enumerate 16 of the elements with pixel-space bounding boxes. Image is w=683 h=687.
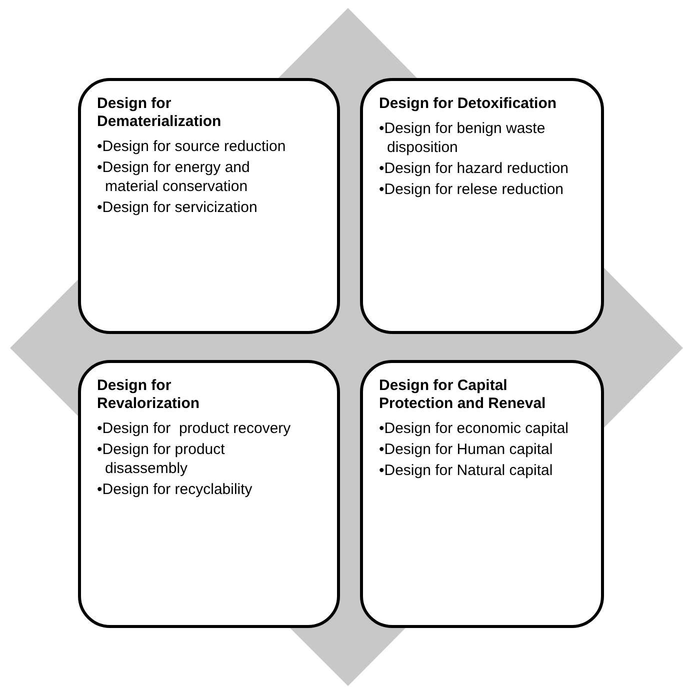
box-heading: Design for Detoxification (379, 95, 558, 113)
bullet-item: •Design for servicization (97, 198, 258, 217)
box-heading: Design for Capital Protection and Reneval (379, 377, 547, 413)
bullet-item: •Design for relese reduction (379, 180, 565, 199)
bullet-item: •Design for Natural capital (379, 461, 554, 480)
bullet-item: •Design for hazard reduction (379, 159, 570, 178)
box-heading: Design for Dematerialization (97, 95, 222, 131)
bullet-item: •Design for benign waste disposition (379, 119, 546, 157)
bullet-item: •Design for product recovery (97, 419, 292, 438)
box-heading: Design for Revalorization (97, 377, 201, 413)
bullet-item: •Design for source reduction (97, 137, 287, 156)
bullet-item: •Design for economic capital (379, 419, 570, 438)
bullet-item: •Design for product disassembly (97, 440, 226, 478)
bullet-item: •Design for energy and material conservation (97, 158, 251, 196)
bullet-item: •Design for recyclability (97, 480, 254, 499)
bullet-item: •Design for Human capital (379, 440, 554, 459)
